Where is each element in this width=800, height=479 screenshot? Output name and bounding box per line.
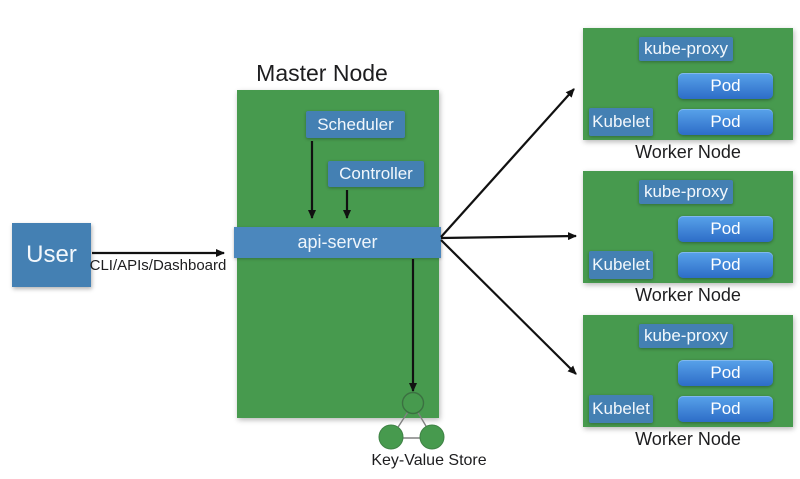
kubelet-label: Kubelet <box>592 112 650 131</box>
user-label: User <box>26 241 77 268</box>
pod-box: Pod <box>678 396 773 422</box>
scheduler-box: Scheduler <box>306 111 405 138</box>
kube-proxy-box: kube-proxy <box>639 37 733 61</box>
master-node-title: Master Node <box>256 60 388 86</box>
worker-node-1-title: Worker Node <box>635 142 741 162</box>
pod-label: Pod <box>710 112 741 131</box>
user-to-apiserver-edge-label: CLI/APIs/Dashboard <box>89 257 227 274</box>
pod-label: Pod <box>710 219 741 238</box>
controller-label: Controller <box>339 164 413 183</box>
api-server-bar: api-server <box>234 227 441 258</box>
pod-box: Pod <box>678 360 773 386</box>
pod-box: Pod <box>678 109 773 135</box>
kube-proxy-label: kube-proxy <box>643 39 729 58</box>
kubelet-box: Kubelet <box>589 108 653 136</box>
worker-node-2-title: Worker Node <box>635 285 741 305</box>
kubelet-box: Kubelet <box>589 251 653 279</box>
edge-apiserver-to-worker-2 <box>440 232 577 241</box>
kubelet-box: Kubelet <box>589 395 653 423</box>
kube-proxy-box: kube-proxy <box>639 324 733 348</box>
pod-label: Pod <box>710 255 741 274</box>
pod-label: Pod <box>710 363 741 382</box>
kube-proxy-box: kube-proxy <box>639 180 733 204</box>
pod-box: Pod <box>678 252 773 278</box>
key-value-store-label: Key-Value Store <box>371 452 487 469</box>
worker-node-3-box: kube-proxy Pod Pod Kubelet <box>583 315 793 427</box>
worker-node-3-title: Worker Node <box>635 429 741 449</box>
kubelet-label: Kubelet <box>592 399 650 418</box>
kubelet-label: Kubelet <box>592 255 650 274</box>
edge-apiserver-to-worker-1 <box>440 88 575 238</box>
scheduler-label: Scheduler <box>317 114 394 134</box>
worker-node-2-box: kube-proxy Pod Pod Kubelet <box>583 171 793 283</box>
pod-box: Pod <box>678 216 773 242</box>
kv-store-node-icon <box>419 424 445 450</box>
worker-node-1-box: kube-proxy Pod Pod Kubelet <box>583 28 793 140</box>
controller-box: Controller <box>328 161 424 187</box>
user-box: User <box>12 223 91 287</box>
kube-proxy-label: kube-proxy <box>643 182 729 201</box>
pod-label: Pod <box>710 399 741 418</box>
kube-proxy-label: kube-proxy <box>643 326 729 345</box>
api-server-label: api-server <box>297 232 378 252</box>
pod-box: Pod <box>678 73 773 99</box>
edge-apiserver-to-worker-3 <box>440 239 577 375</box>
pod-label: Pod <box>710 76 741 95</box>
kv-store-node-icon <box>378 424 404 450</box>
